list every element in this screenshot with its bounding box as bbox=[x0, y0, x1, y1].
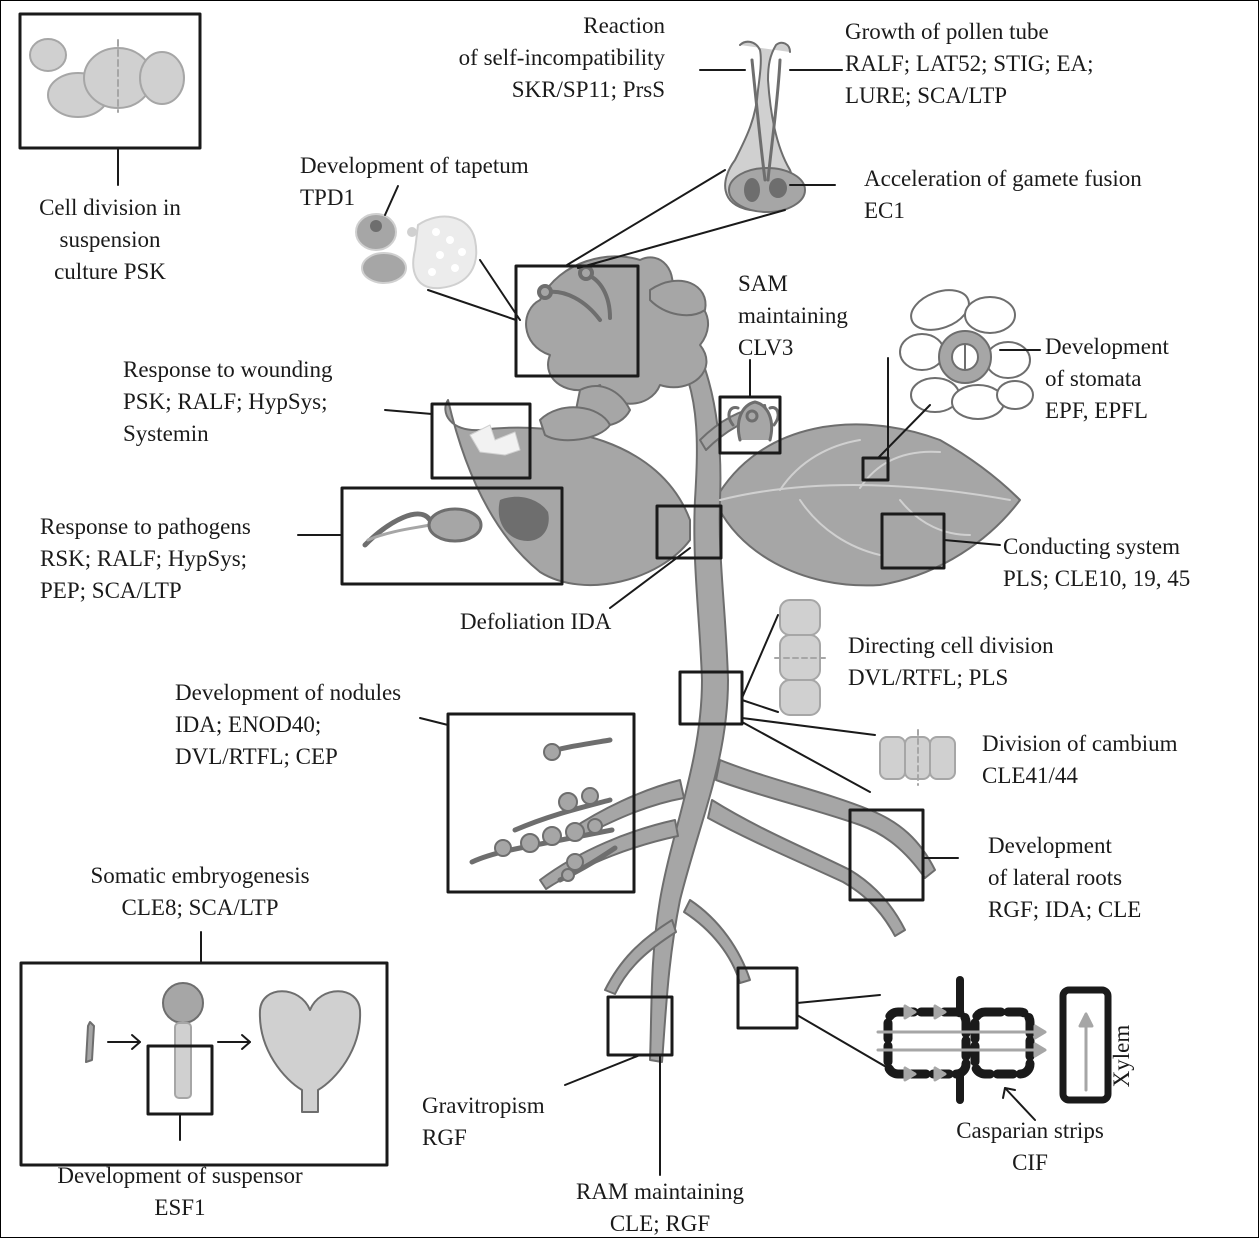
label-self-incompatibility: Reaction of self-incompatibility SKR/SP1… bbox=[390, 10, 665, 106]
label-stomata: Development of stomata EPF, EPFL bbox=[1045, 331, 1169, 427]
nodule-roots bbox=[472, 740, 615, 881]
pistil-diagram bbox=[725, 42, 805, 212]
plant-body bbox=[445, 355, 1020, 1062]
label-casparian: Casparian strips CIF bbox=[920, 1115, 1140, 1179]
cambium-cells-diagram bbox=[880, 730, 955, 785]
label-wounding: Response to wounding PSK; RALF; HypSys; … bbox=[123, 354, 333, 450]
directing-cells-diagram bbox=[775, 600, 826, 715]
pathogen-organism bbox=[365, 509, 481, 545]
label-gamete-fusion: Acceleration of gamete fusion EC1 bbox=[864, 163, 1142, 227]
root-right-3 bbox=[684, 900, 750, 983]
suspension-culture-box bbox=[20, 14, 200, 185]
label-sam: SAM maintaining CLV3 bbox=[738, 268, 848, 364]
casparian-diagram bbox=[878, 980, 1108, 1120]
label-directing: Directing cell division DVL/RTFL; PLS bbox=[848, 630, 1054, 694]
flower-cluster bbox=[526, 256, 708, 440]
label-xylem: Xylem bbox=[1106, 1016, 1138, 1096]
label-suspensor: Development of suspensor ESF1 bbox=[30, 1160, 330, 1224]
label-pathogens: Response to pathogens RSK; RALF; HypSys;… bbox=[40, 511, 251, 607]
label-lateral-roots: Development of lateral roots RGF; IDA; C… bbox=[988, 830, 1141, 926]
label-ram: RAM maintaining CLE; RGF bbox=[540, 1176, 780, 1240]
label-cambium: Division of cambium CLE41/44 bbox=[982, 728, 1177, 792]
stem bbox=[650, 355, 728, 1062]
label-cell-division: Cell division in suspension culture PSK bbox=[10, 192, 210, 288]
embryogenesis-box bbox=[21, 932, 387, 1165]
label-defoliation: Defoliation IDA bbox=[460, 606, 611, 638]
label-pollen-tube: Growth of pollen tube RALF; LAT52; STIG;… bbox=[845, 16, 1094, 112]
label-gravitropism: Gravitropism RGF bbox=[422, 1090, 545, 1154]
label-somatic-embryogenesis: Somatic embryogenesis CLE8; SCA/LTP bbox=[40, 860, 360, 924]
right-leaf bbox=[715, 424, 1020, 585]
label-conducting: Conducting system PLS; CLE10, 19, 45 bbox=[1003, 531, 1190, 595]
tapetum-diagram bbox=[356, 214, 476, 288]
label-nodules: Development of nodules IDA; ENOD40; DVL/… bbox=[175, 677, 401, 773]
label-tapetum: Development of tapetum TPD1 bbox=[300, 150, 529, 214]
